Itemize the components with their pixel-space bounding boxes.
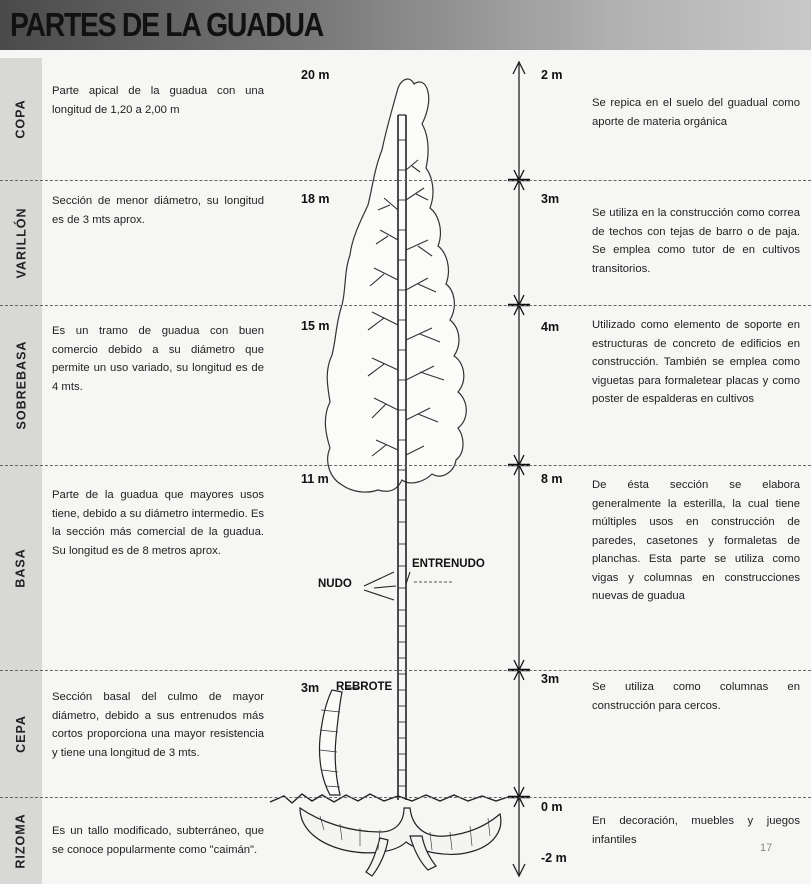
- height-mark-1: 20 m: [301, 68, 330, 82]
- nudo-label: NUDO: [318, 578, 352, 590]
- section-label-text: VARILLÓN: [14, 207, 28, 278]
- height-mark-2: 18 m: [301, 192, 330, 206]
- section-label-text: RIZOMA: [14, 812, 28, 869]
- section-label-4: BASA: [0, 465, 42, 670]
- page-title: PARTES DE LA GUADUA: [10, 6, 324, 43]
- section-divider-2: [0, 305, 811, 306]
- page-number: 17: [760, 842, 773, 854]
- length-mark-3: 4m: [541, 320, 560, 334]
- height-mark-3: 15 m: [301, 319, 330, 333]
- section-use-6: En decoración, muebles y juegos infantil…: [592, 815, 800, 846]
- section-description-5: Sección basal del culmo de mayor diámetr…: [52, 691, 264, 759]
- section-label-text: CEPA: [14, 714, 28, 753]
- section-use-3: Utilizado como elemento de soporte en es…: [592, 319, 800, 405]
- culm-nodes: [398, 139, 406, 787]
- section-divider-3: [0, 465, 811, 466]
- length-mark-6: 0 m: [541, 800, 563, 814]
- length-mark-1: 2 m: [541, 68, 563, 82]
- section-label-6: RIZOMA: [0, 797, 42, 884]
- section-use-1: Se repica en el suelo del guadual como a…: [592, 97, 800, 128]
- rhizome: [299, 806, 502, 877]
- section-divider-4: [0, 670, 811, 671]
- section-divider-1: [0, 180, 811, 181]
- section-label-text: BASA: [13, 547, 28, 588]
- height-mark-5: 3m: [301, 681, 320, 695]
- length-mark-2: 3m: [541, 192, 560, 206]
- length-mark-bottom: -2 m: [541, 851, 567, 865]
- section-label-5: CEPA: [0, 670, 42, 797]
- measurement-axis: [512, 60, 526, 878]
- section-description-2: Sección de menor diámetro, su longitud e…: [52, 195, 264, 226]
- section-description-1: Parte apical de la guadua con una longit…: [52, 85, 264, 116]
- length-mark-4: 8 m: [541, 472, 563, 486]
- branches: [367, 159, 445, 457]
- section-use-2: Se utiliza en la construcción como corre…: [592, 207, 800, 275]
- title-bar: PARTES DE LA GUADUA: [0, 0, 811, 50]
- height-mark-4: 11 m: [301, 472, 329, 486]
- length-mark-5: 3m: [541, 672, 560, 686]
- section-label-band: [0, 58, 42, 884]
- section-label-2: VARILLÓN: [0, 180, 42, 305]
- section-label-text: SOBREBASA: [14, 340, 28, 430]
- section-label-1: COPA: [0, 58, 42, 180]
- section-description-6: Es un tallo modificado, subterráneo, que…: [52, 825, 264, 856]
- section-label-text: COPA: [14, 99, 28, 139]
- rebrote-label: REBROTE: [336, 681, 393, 693]
- section-label-3: SOBREBASA: [0, 305, 42, 465]
- section-use-4: De ésta sección se elabora generalmente …: [592, 479, 800, 602]
- rebrote-shoot: [318, 689, 343, 796]
- section-description-3: Es un tramo de guadua con buen comercio …: [52, 325, 264, 393]
- section-description-4: Parte de la guadua que mayores usos tien…: [52, 489, 264, 557]
- entrenudo-label: ENTRENUDO: [412, 558, 485, 570]
- foliage-outline: [324, 78, 467, 493]
- ground-line: [269, 793, 509, 804]
- section-divider-5: [0, 797, 811, 798]
- section-use-5: Se utiliza como columnas en construcción…: [592, 681, 800, 712]
